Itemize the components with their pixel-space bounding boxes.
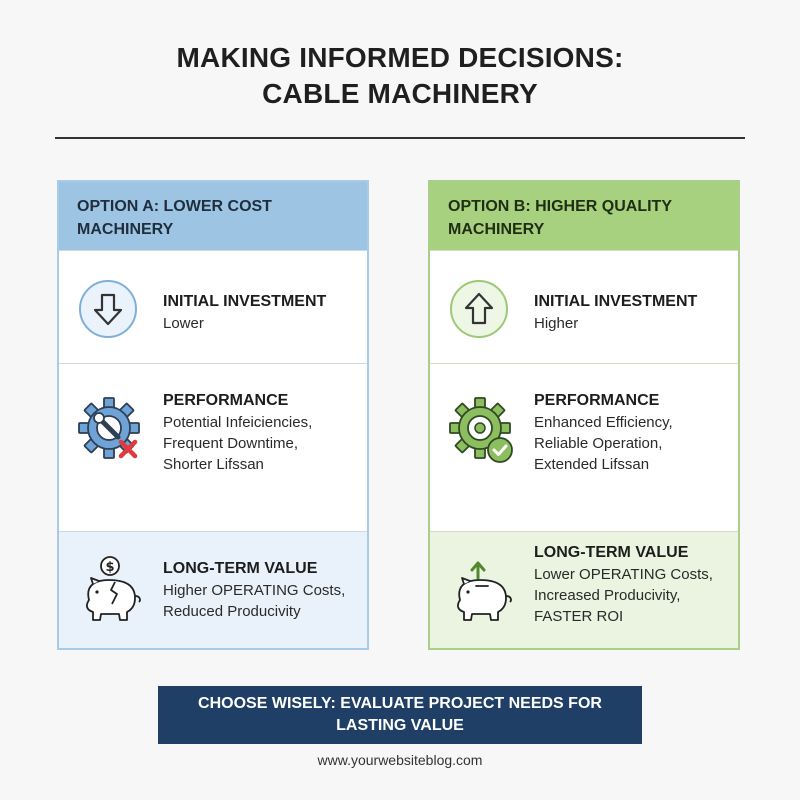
option-a-performance-line-1: Potential Infeiciencies, [163, 414, 313, 431]
footer-url: www.yourwebsiteblog.com [317, 752, 483, 768]
banner-line-2: LASTING VALUE [336, 717, 464, 734]
option-b-card: OPTION B: HIGHER QUALITY MACHINERY INITI… [428, 180, 740, 650]
option-a-long-term-value-line-1: Higher OPERATING Costs, [163, 582, 346, 599]
option-a-long-term-value-title: LONG-TERM VALUE [163, 560, 318, 577]
option-a-header: OPTION A: LOWER COST MACHINERY [59, 182, 367, 250]
arrow-down-icon [77, 278, 139, 345]
option-b-initial-investment-value: Higher [534, 315, 579, 332]
option-a-header-line-1: OPTION A: LOWER COST [77, 198, 272, 215]
option-b-performance-title: PERFORMANCE [534, 392, 660, 409]
broken-piggy-bank-icon: $ [77, 554, 147, 631]
piggy-bank-arrow-up-icon [448, 554, 518, 631]
option-b-header: OPTION B: HIGHER QUALITY MACHINERY [430, 182, 738, 250]
option-b-long-term-value: LONG-TERM VALUE Lower OPERATING Costs, I… [430, 531, 738, 648]
option-b-performance: PERFORMANCE Enhanced Efficiency, Reliabl… [430, 363, 738, 531]
option-a-card: OPTION A: LOWER COST MACHINERY INITIAL I… [57, 180, 369, 650]
option-a-performance-line-2: Frequent Downtime, [163, 435, 299, 452]
option-b-header-line-2: MACHINERY [448, 221, 545, 238]
title-line-2: CABLE MACHINERY [262, 78, 538, 109]
option-b-long-term-value-line-3: FASTER ROI [534, 608, 624, 625]
option-a-initial-investment-value: Lower [163, 315, 204, 332]
title-divider [55, 137, 745, 139]
option-a-initial-investment-title: INITIAL INVESTMENT [163, 293, 327, 310]
page-title: MAKING INFORMED DECISIONS: CABLE MACHINE… [0, 40, 800, 112]
arrow-up-icon [448, 278, 510, 345]
option-b-long-term-value-title: LONG-TERM VALUE [534, 544, 689, 561]
option-a-performance-title: PERFORMANCE [163, 392, 289, 409]
title-line-1: MAKING INFORMED DECISIONS: [176, 42, 624, 73]
option-b-performance-line-2: Reliable Operation, [534, 435, 663, 452]
gear-wrench-cross-icon [77, 396, 147, 473]
option-b-initial-investment: INITIAL INVESTMENT Higher [430, 250, 738, 363]
option-a-performance-line-3: Shorter Lifssan [163, 456, 264, 473]
option-a-initial-investment: INITIAL INVESTMENT Lower [59, 250, 367, 363]
option-a-long-term-value-line-2: Reduced Producivity [163, 603, 301, 620]
svg-text:$: $ [105, 560, 114, 575]
option-b-performance-line-1: Enhanced Efficiency, [534, 414, 673, 431]
option-a-long-term-value: $ LONG-TERM VALUE Higher OPERATING Costs… [59, 531, 367, 648]
call-to-action-banner: CHOOSE WISELY: EVALUATE PROJECT NEEDS FO… [158, 686, 642, 744]
option-b-long-term-value-line-2: Increased Producivity, [534, 587, 681, 604]
option-a-performance: PERFORMANCE Potential Infeiciencies, Fre… [59, 363, 367, 531]
option-b-long-term-value-line-1: Lower OPERATING Costs, [534, 566, 713, 583]
option-b-initial-investment-title: INITIAL INVESTMENT [534, 293, 698, 310]
option-b-header-line-1: OPTION B: HIGHER QUALITY [448, 198, 672, 215]
gear-check-icon [448, 396, 518, 473]
option-b-performance-line-3: Extended Lifssan [534, 456, 650, 473]
option-a-header-line-2: MACHINERY [77, 221, 174, 238]
banner-line-1: CHOOSE WISELY: EVALUATE PROJECT NEEDS FO… [198, 695, 602, 712]
